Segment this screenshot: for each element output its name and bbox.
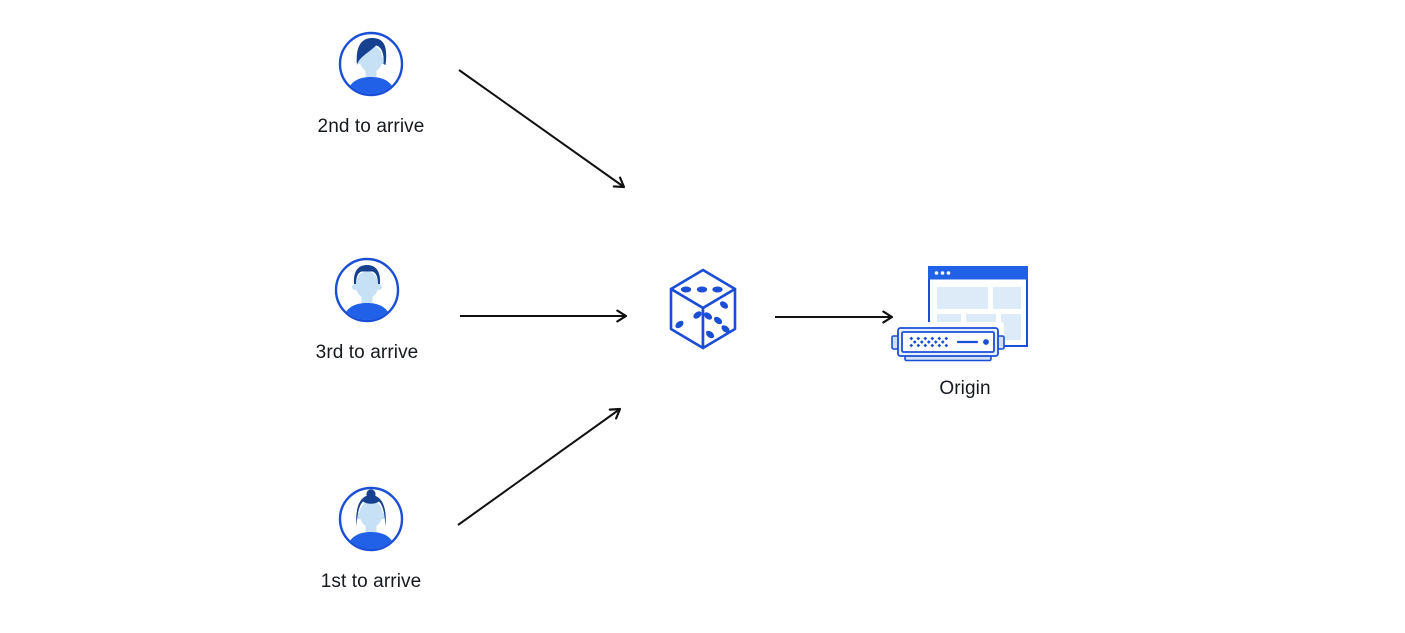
node-visitor-1st: 1st to arrive <box>321 486 421 592</box>
node-visitor-2nd: 2nd to arrive <box>318 31 424 137</box>
node-dice <box>669 268 737 355</box>
visitor-1st-label: 1st to arrive <box>320 571 422 592</box>
visitor-3rd-label: 3rd to arrive <box>315 342 419 363</box>
node-origin: Origin <box>891 266 1031 399</box>
avatar-man-short-hair-icon <box>334 257 400 323</box>
dice-icon <box>669 268 737 350</box>
origin-label: Origin <box>939 378 991 399</box>
avatar-man-swept-hair-icon <box>338 31 404 97</box>
avatar-woman-bun-icon <box>338 486 404 552</box>
arrow-visitor2-to-dice <box>458 69 626 189</box>
origin-server-browser-icon <box>891 266 1028 362</box>
visitor-2nd-label: 2nd to arrive <box>317 116 425 137</box>
arrow-visitor1-to-dice <box>457 407 622 526</box>
node-visitor-3rd: 3rd to arrive <box>316 257 418 363</box>
server-icon <box>891 322 1005 362</box>
